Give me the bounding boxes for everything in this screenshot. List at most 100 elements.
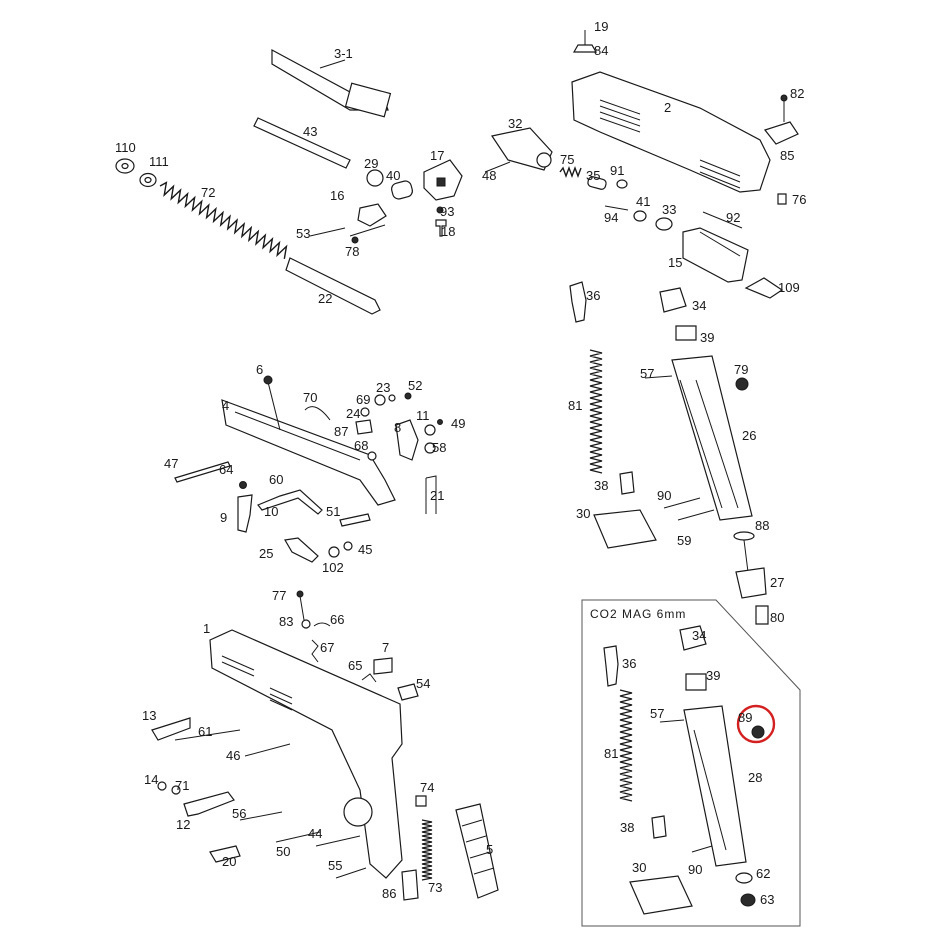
trigger-bar bbox=[257, 489, 323, 515]
label-66: 66 bbox=[330, 612, 344, 627]
part-68 bbox=[367, 451, 377, 461]
label-92: 92 bbox=[726, 210, 740, 225]
guide-rod bbox=[285, 257, 381, 315]
label-18: 18 bbox=[441, 224, 455, 239]
label-90: 90 bbox=[657, 488, 671, 503]
label-48: 48 bbox=[482, 168, 496, 183]
label-26: 26 bbox=[742, 428, 756, 443]
inset-label-81: 81 bbox=[604, 746, 618, 761]
mag-lip-39 bbox=[675, 325, 697, 341]
label-83: 83 bbox=[279, 614, 293, 629]
label-74: 74 bbox=[420, 780, 434, 795]
label-17: 17 bbox=[430, 148, 444, 163]
part-79 bbox=[735, 377, 749, 391]
highlight-circle bbox=[736, 704, 776, 744]
grip-panel bbox=[455, 803, 499, 899]
label-36: 36 bbox=[586, 288, 600, 303]
inner-barrel bbox=[253, 117, 351, 169]
label-81: 81 bbox=[568, 398, 582, 413]
hammer bbox=[395, 419, 419, 461]
spring-21 bbox=[425, 475, 437, 514]
label-93: 93 bbox=[440, 204, 454, 219]
o-ring-91 bbox=[616, 179, 628, 189]
label-102: 102 bbox=[322, 560, 344, 575]
slide-group bbox=[484, 30, 799, 299]
label-8: 8 bbox=[394, 420, 401, 435]
label-73: 73 bbox=[428, 880, 442, 895]
label-84: 84 bbox=[594, 43, 608, 58]
label-71: 71 bbox=[175, 778, 189, 793]
label-109: 109 bbox=[778, 280, 800, 295]
label-39: 39 bbox=[700, 330, 714, 345]
label-44: 44 bbox=[308, 826, 322, 841]
part-35 bbox=[587, 176, 607, 190]
label-40: 40 bbox=[386, 168, 400, 183]
part-109 bbox=[744, 277, 784, 299]
label-19: 19 bbox=[594, 19, 608, 34]
label-23: 23 bbox=[376, 380, 390, 395]
label-82: 82 bbox=[790, 86, 804, 101]
label-50: 50 bbox=[276, 844, 290, 859]
mainspring bbox=[421, 819, 433, 881]
label-20: 20 bbox=[222, 854, 236, 869]
label-2: 2 bbox=[664, 100, 671, 115]
spring-70 bbox=[304, 406, 331, 421]
label-25: 25 bbox=[259, 546, 273, 561]
part-40 bbox=[391, 180, 413, 200]
part-88 bbox=[733, 531, 755, 541]
part-20 bbox=[209, 845, 241, 863]
inset-label-34: 34 bbox=[692, 628, 706, 643]
label-30: 30 bbox=[576, 506, 590, 521]
label-76: 76 bbox=[792, 192, 806, 207]
label-88: 88 bbox=[755, 518, 769, 533]
pin-51 bbox=[339, 513, 371, 527]
takedown-lever bbox=[183, 791, 235, 817]
label-13: 13 bbox=[142, 708, 156, 723]
part-80 bbox=[755, 605, 769, 625]
label-9: 9 bbox=[220, 510, 227, 525]
valve-27 bbox=[735, 567, 767, 599]
label-91: 91 bbox=[610, 163, 624, 178]
label-69: 69 bbox=[356, 392, 370, 407]
magazine-base bbox=[593, 509, 657, 549]
label-11: 11 bbox=[416, 408, 430, 423]
part-16 bbox=[357, 203, 387, 227]
grip-medallion bbox=[343, 797, 373, 827]
label-87: 87 bbox=[334, 424, 348, 439]
inset-label-89: 89 bbox=[738, 710, 752, 725]
inset-label-30: 30 bbox=[632, 860, 646, 875]
label-33: 33 bbox=[662, 202, 676, 217]
frame-group bbox=[151, 590, 499, 901]
part-54 bbox=[397, 683, 419, 701]
label-54: 54 bbox=[416, 676, 430, 691]
inset-label-63: 63 bbox=[760, 892, 774, 907]
label-67: 67 bbox=[320, 640, 334, 655]
label-41: 41 bbox=[636, 194, 650, 209]
label-60: 60 bbox=[269, 472, 283, 487]
label-6: 6 bbox=[256, 362, 263, 377]
washer-110 bbox=[115, 158, 135, 174]
label-65: 65 bbox=[348, 658, 362, 673]
label-4: 4 bbox=[222, 398, 229, 413]
trigger bbox=[237, 494, 253, 533]
inset-label-57: 57 bbox=[650, 706, 664, 721]
label-43: 43 bbox=[303, 124, 317, 139]
label-49: 49 bbox=[451, 416, 465, 431]
label-80: 80 bbox=[770, 610, 784, 625]
label-94: 94 bbox=[604, 210, 618, 225]
label-51: 51 bbox=[326, 504, 340, 519]
part-38 bbox=[619, 471, 635, 495]
fire-control-group bbox=[174, 375, 443, 563]
label-77: 77 bbox=[272, 588, 286, 603]
label-47: 47 bbox=[164, 456, 178, 471]
label-10: 10 bbox=[264, 504, 278, 519]
barrel-group bbox=[115, 48, 463, 315]
part-74 bbox=[415, 795, 427, 807]
washer-111 bbox=[139, 172, 157, 188]
part-labels: 3-1 43 29 40 17 110 111 72 16 93 53 78 1… bbox=[115, 19, 806, 907]
pin-47 bbox=[174, 461, 231, 483]
label-86: 86 bbox=[382, 886, 396, 901]
label-38: 38 bbox=[594, 478, 608, 493]
follower bbox=[569, 281, 587, 323]
label-46: 46 bbox=[226, 748, 240, 763]
